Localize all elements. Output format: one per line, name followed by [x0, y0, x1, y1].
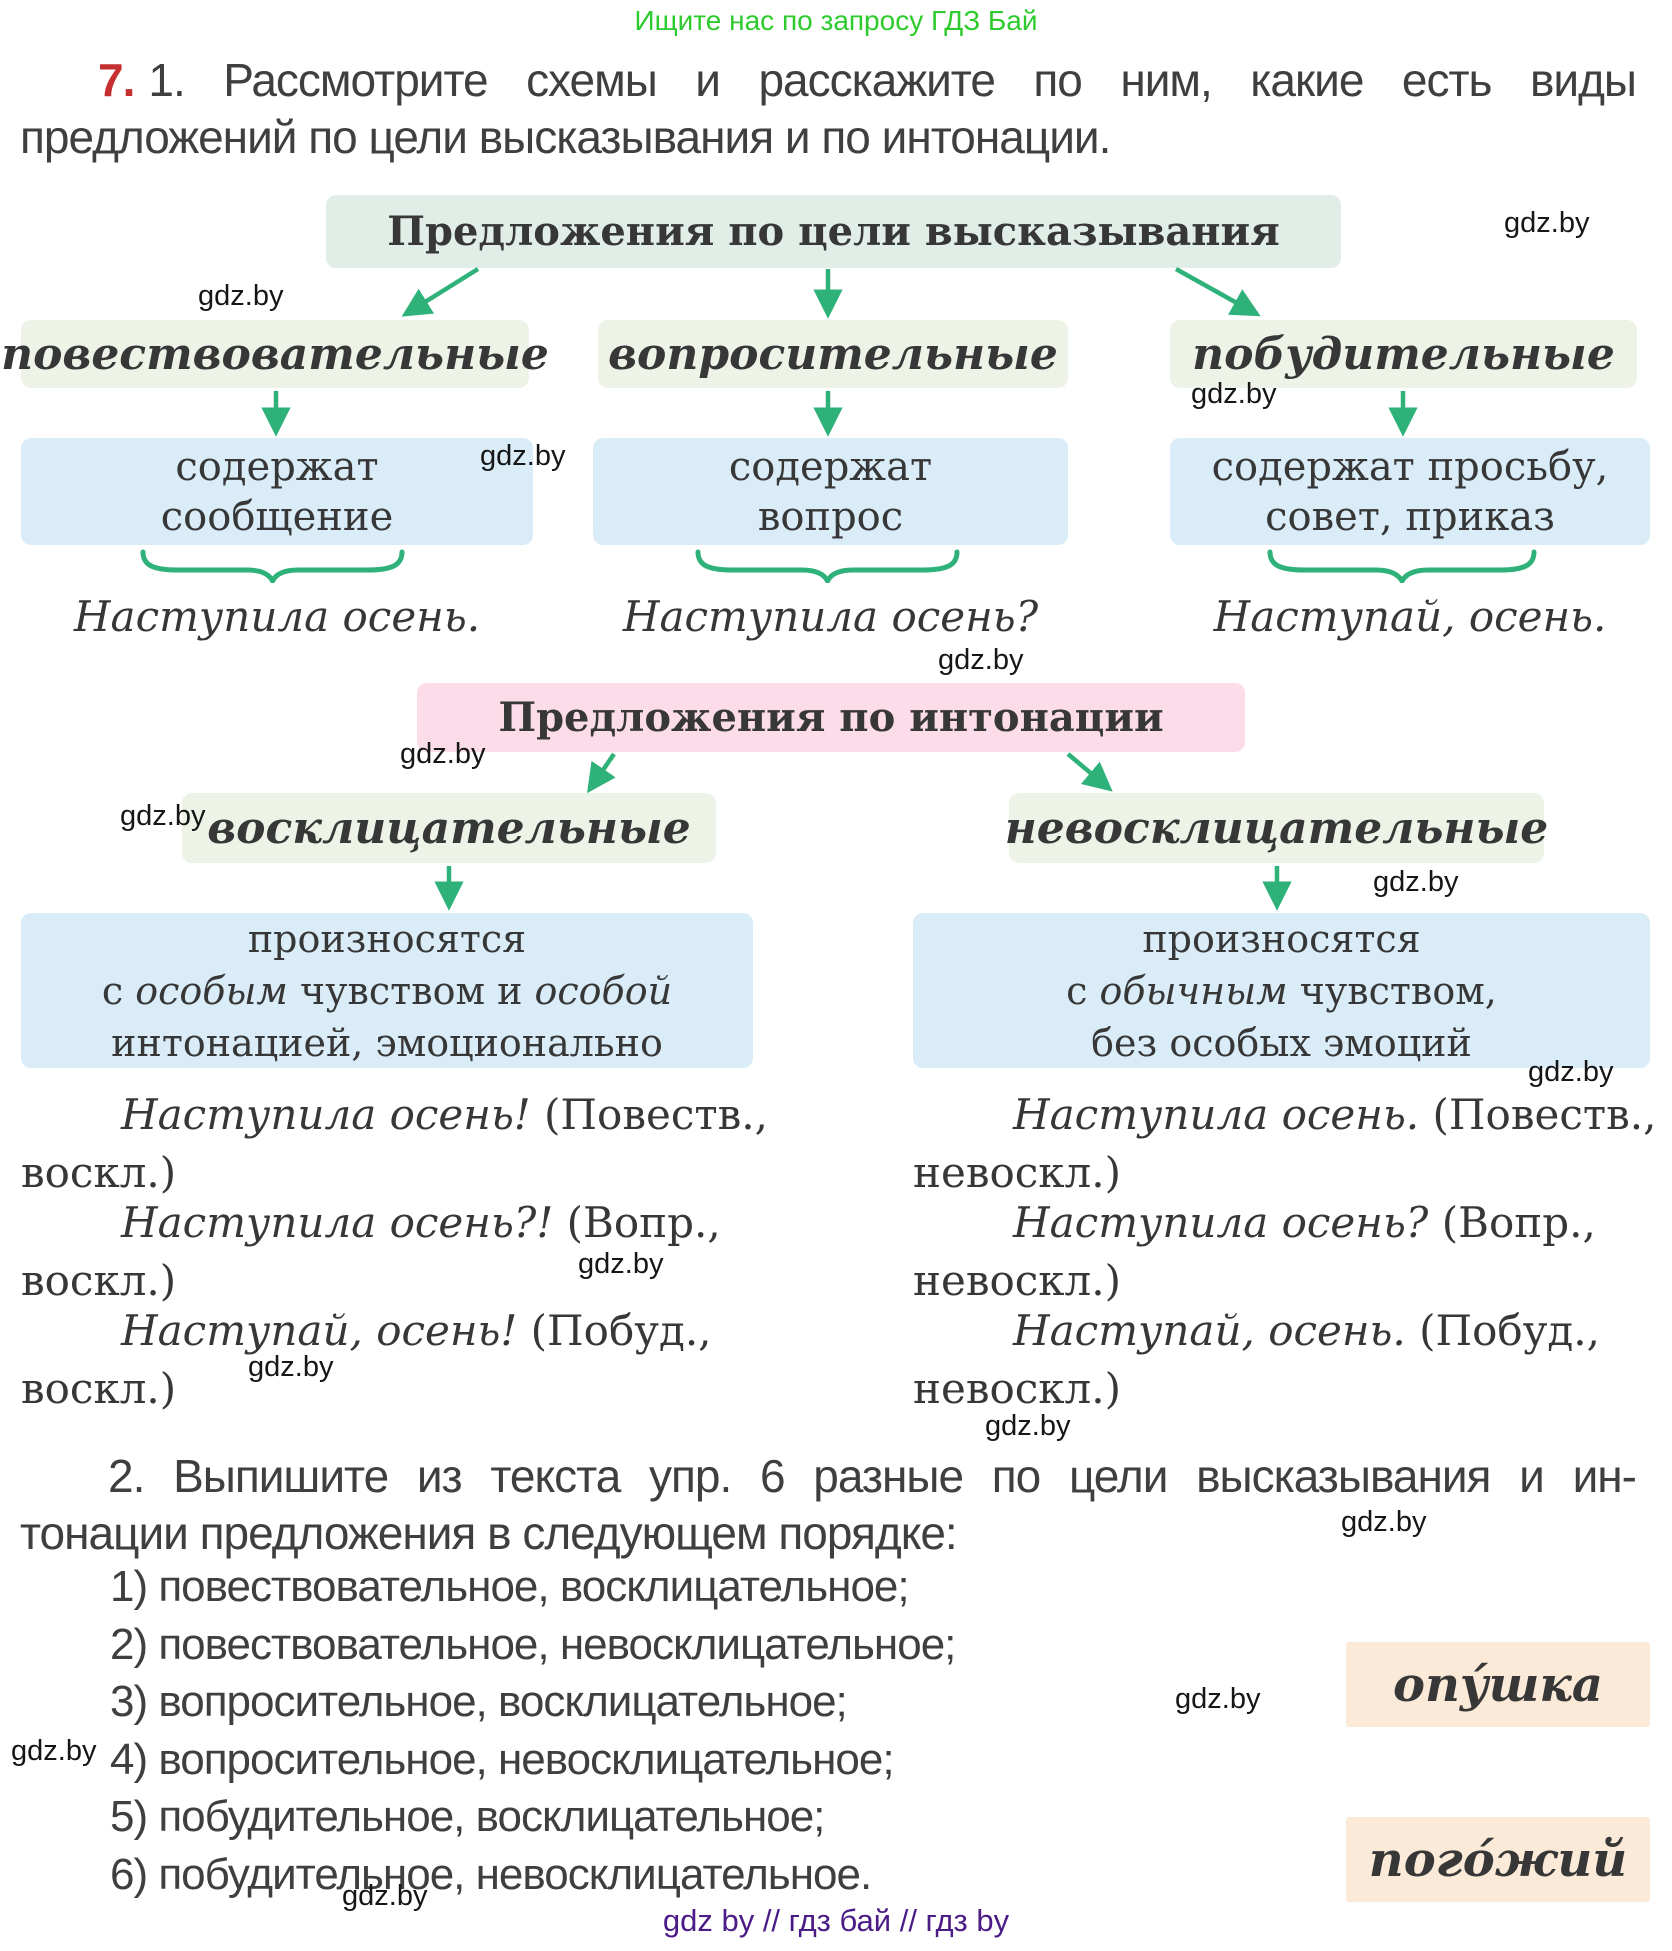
schema1-desc-narrative: содержат сообщение — [21, 438, 533, 545]
schema1-example-interrogative: Наступила осень? — [622, 592, 1039, 641]
schema1-desc-imperative: содержат просьбу, совет, приказ — [1170, 438, 1650, 545]
schema2-type-non-exclamatory: невосклицательные — [1005, 793, 1548, 863]
schema1-example-narrative: Наступила осень. — [73, 592, 481, 641]
underbrace-icon — [140, 549, 405, 583]
schema1-type-interrogative: вопросительные — [598, 320, 1068, 388]
schema2-desc-non-exclamatory: произносятся с обычным чувством, без осо… — [913, 913, 1650, 1068]
watermark: gdz.by — [578, 1248, 664, 1280]
promo-banner: Ищите нас по запросу ГДЗ Бай — [634, 5, 1038, 36]
example-right-3: Наступай, осень. (Побуд., невоскл.) — [913, 1306, 1600, 1413]
watermark: gdz.by — [1528, 1056, 1614, 1088]
task-2-line-2: тонации предложения в следующем порядке: — [20, 1507, 958, 1559]
schema1-type-narrative: повествовательные — [1, 320, 549, 388]
desc-line: произносятся — [247, 916, 527, 961]
list-item: 2) повествовательное, невосклицательное; — [110, 1619, 956, 1669]
watermark: gdz.by — [11, 1735, 97, 1767]
watermark: gdz.by — [400, 738, 486, 770]
desc-line: совет, приказ — [1265, 493, 1555, 540]
example-right-1: Наступила осень. (Повеств., невоскл.) — [913, 1090, 1657, 1197]
arrow-icon — [401, 267, 480, 317]
desc-line: содержат просьбу, — [1211, 443, 1609, 490]
watermark: gdz.by — [120, 800, 206, 832]
watermark: gdz.by — [342, 1880, 428, 1912]
desc-line: сообщение — [160, 493, 394, 540]
task-2-line-1: 2. Выпишите из текста упр. 6 разные по ц… — [108, 1450, 1637, 1502]
desc-line: содержат — [728, 443, 933, 490]
schema1-type-imperative: побудительные — [1170, 320, 1637, 388]
list-item: 6) побудительное, невосклицательное. — [110, 1849, 872, 1899]
arrow-icon — [587, 752, 616, 794]
list-item: 4) вопросительное, невосклицательное; — [110, 1734, 895, 1784]
schema1-title-box: Предложения по цели высказывания — [326, 195, 1341, 268]
arrow-icon — [1174, 267, 1261, 317]
exercise-number: 7. — [98, 54, 135, 106]
schema2-type-exclamatory: восклицательные — [182, 793, 716, 863]
desc-line: интонацией, эмоционально — [111, 1020, 663, 1065]
task-2-paragraph: 2. Выпишите из текста упр. 6 разные по ц… — [20, 1448, 1637, 1562]
vocab-word-pogozhiy: пого́жий — [1346, 1817, 1650, 1902]
watermark: gdz.by — [938, 644, 1024, 676]
task-2-items: 1) повествовательное, восклицательное; 2… — [110, 1558, 956, 1903]
underbrace-icon — [695, 549, 960, 583]
list-item: 3) вопросительное, восклицательное; — [110, 1677, 848, 1726]
example-left-3: Наступай, осень! (Побуд., воскл.) — [21, 1306, 712, 1413]
underbrace-icon — [1267, 549, 1537, 583]
desc-line: с особым чувством и особой — [101, 968, 673, 1013]
task-1-text: 1. Рассмотрите схемы и расскажите по ним… — [148, 54, 1637, 106]
schema2-desc-exclamatory: произносятся с особым чувством и особой … — [21, 913, 753, 1068]
task-1-line-2: предложений по цели высказывания и по ин… — [20, 111, 1111, 163]
task-1-line-1: 7.1. Рассмотрите схемы и расскажите по н… — [20, 52, 1637, 109]
desc-line: содержат — [175, 443, 379, 490]
desc-line: с обычным чувством, — [1066, 968, 1497, 1013]
watermark: gdz.by — [480, 440, 566, 472]
list-item: 1) повествовательное, восклицательное; — [110, 1562, 910, 1611]
schema1-desc-interrogative: содержат вопрос — [593, 438, 1068, 545]
watermark: gdz.by — [198, 280, 284, 312]
watermark: gdz.by — [248, 1351, 334, 1383]
desc-line: произносятся — [1142, 916, 1421, 961]
watermark: gdz.by — [985, 1410, 1071, 1442]
watermark: gdz.by — [1373, 866, 1459, 898]
watermark: gdz.by — [1175, 1683, 1261, 1715]
arrow-icon — [1066, 752, 1113, 792]
schema2-title-box: Предложения по интонации — [417, 683, 1245, 752]
watermark: gdz.by — [1341, 1506, 1427, 1538]
footer-watermark: gdz by // гдз бай // гдз by — [662, 1903, 1010, 1938]
desc-line: без особых эмоций — [1091, 1020, 1472, 1065]
task-1-paragraph: 7.1. Рассмотрите схемы и расскажите по н… — [20, 52, 1637, 166]
list-item: 5) побудительное, восклицательное; — [110, 1792, 825, 1841]
watermark: gdz.by — [1504, 207, 1590, 239]
schema1-example-imperative: Наступай, осень. — [1213, 592, 1607, 641]
desc-line: вопрос — [757, 493, 904, 540]
example-left-1: Наступила осень! (Повеств., воскл.) — [21, 1090, 768, 1197]
vocab-word-opushka: опу́шка — [1346, 1642, 1650, 1727]
example-left-2: Наступила осень?! (Вопр., воскл.) — [21, 1198, 721, 1305]
watermark: gdz.by — [1191, 378, 1277, 410]
example-right-2: Наступила осень? (Вопр., невоскл.) — [913, 1198, 1596, 1305]
